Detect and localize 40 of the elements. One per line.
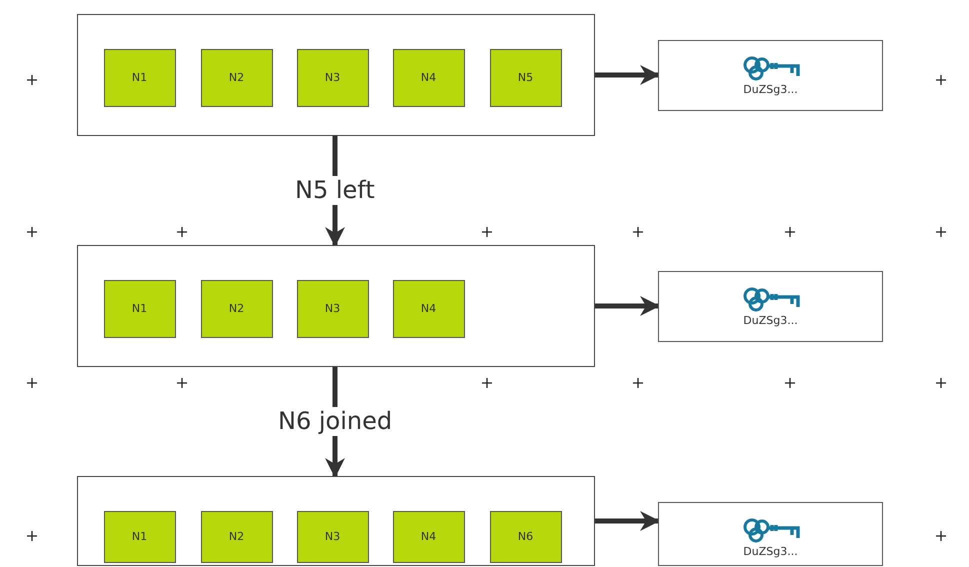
member-box bbox=[392, 510, 464, 562]
key-box bbox=[658, 502, 883, 566]
member-box bbox=[104, 280, 176, 338]
node-label: N3 bbox=[324, 302, 340, 315]
node-label: N2 bbox=[228, 71, 244, 84]
member-box bbox=[296, 48, 368, 106]
key-label: DuZSg3... bbox=[743, 545, 798, 558]
member-box bbox=[104, 510, 176, 562]
node-label: N4 bbox=[420, 302, 436, 315]
node-label: N2 bbox=[228, 302, 244, 315]
member-box bbox=[104, 48, 176, 106]
node-label: N1 bbox=[132, 302, 148, 315]
node-label: N4 bbox=[420, 71, 436, 84]
member-box bbox=[490, 48, 562, 106]
arrow bbox=[595, 511, 660, 531]
member-box bbox=[200, 280, 272, 338]
node-label: N6 bbox=[518, 530, 534, 543]
member-box bbox=[200, 48, 272, 106]
key-box bbox=[658, 40, 883, 111]
key-label: DuZSg3... bbox=[743, 314, 798, 327]
group-box bbox=[77, 14, 595, 136]
node-label: N1 bbox=[132, 71, 148, 84]
node-label: N2 bbox=[228, 530, 244, 543]
key-box bbox=[658, 271, 883, 342]
node-label: N4 bbox=[420, 530, 436, 543]
key-label: DuZSg3... bbox=[743, 83, 798, 96]
member-box bbox=[392, 48, 464, 106]
arrow bbox=[595, 296, 660, 316]
node-label: N3 bbox=[324, 530, 340, 543]
member-box bbox=[296, 280, 368, 338]
node-label: N3 bbox=[324, 71, 340, 84]
node-label: N5 bbox=[518, 71, 534, 84]
group-box bbox=[77, 245, 595, 367]
member-box bbox=[490, 510, 562, 562]
node-label: N1 bbox=[132, 530, 148, 543]
member-box bbox=[392, 280, 464, 338]
member-box bbox=[200, 510, 272, 562]
arrow bbox=[595, 65, 660, 85]
group-box bbox=[77, 476, 595, 566]
member-box bbox=[296, 510, 368, 562]
